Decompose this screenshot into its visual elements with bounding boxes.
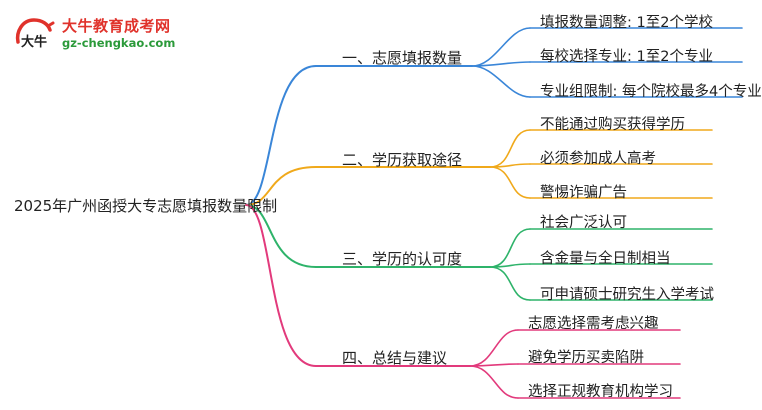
leaf-4-1-connector	[469, 329, 519, 367]
branch-3-label: 三、学历的认可度	[342, 250, 463, 268]
leaf-4-3: 选择正规教育机构学习	[528, 384, 673, 400]
branch-4-connector	[245, 204, 317, 367]
branch-2-connector	[245, 166, 317, 206]
leaf-3-1-connector	[489, 228, 531, 268]
leaf-3-2: 含金量与全日制相当	[540, 251, 671, 267]
branch-3-connector	[245, 204, 317, 268]
leaf-1-2: 每校选择专业: 1至2个专业	[540, 49, 713, 65]
leaf-2-3-connector	[489, 166, 531, 199]
leaf-1-1-connector	[471, 27, 531, 67]
site-url: gz-chengkao.com	[62, 36, 176, 50]
logo-mark-text: 大牛	[21, 34, 47, 50]
leaf-1-3: 专业组限制: 每个院校最多4个专业	[540, 84, 762, 100]
leaf-1-1: 填报数量调整: 1至2个学校	[540, 15, 713, 31]
branch-2-label: 二、学历获取途径	[342, 151, 463, 169]
branch-1-label: 一、志愿填报数量	[342, 49, 463, 67]
leaf-3-3: 可申请硕士研究生入学考试	[540, 287, 714, 303]
leaf-4-2: 避免学历买卖陷阱	[528, 350, 644, 366]
leaf-2-1-connector	[489, 129, 531, 168]
leaf-2-1: 不能通过购买获得学历	[540, 117, 685, 133]
leaf-3-3-connector	[489, 266, 531, 301]
site-logo[interactable]: 大牛 大牛教育成考网 gz-chengkao.com	[12, 12, 212, 58]
leaf-4-3-connector	[469, 365, 519, 399]
leaf-4-1: 志愿选择需考虑兴趣	[528, 316, 659, 332]
leaf-1-3-connector	[471, 65, 531, 98]
bull-logo-icon: 大牛	[15, 18, 55, 50]
branch-1-connector	[245, 65, 317, 206]
leaf-2-3: 警惕诈骗广告	[540, 185, 627, 201]
branch-4-label: 四、总结与建议	[342, 349, 448, 367]
leaf-2-2: 必须参加成人高考	[540, 151, 656, 167]
leaf-3-1: 社会广泛认可	[540, 215, 627, 231]
mindmap-root-topic: 2025年广州函授大专志愿填报数量限制	[14, 197, 278, 215]
site-brand-name: 大牛教育成考网	[62, 17, 171, 35]
